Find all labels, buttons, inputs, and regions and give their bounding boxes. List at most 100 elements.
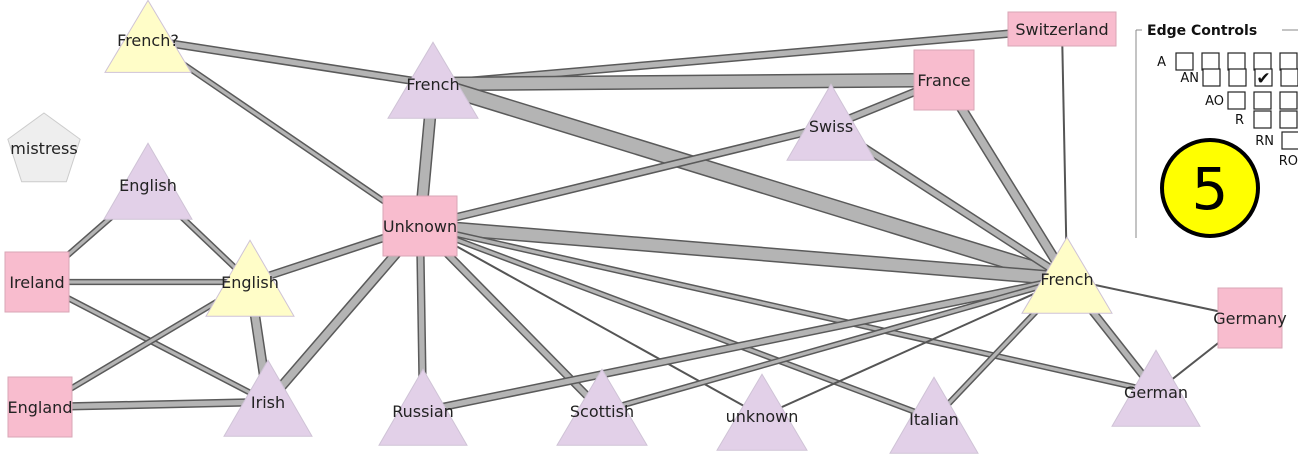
- checkbox-box[interactable]: [1253, 110, 1272, 129]
- edge-control-checkbox[interactable]: [1253, 52, 1272, 71]
- edge: [418, 223, 936, 422]
- edge-control-checkbox[interactable]: [1202, 68, 1221, 87]
- counter-value: 5: [1192, 155, 1229, 223]
- node-unknown-sq[interactable]: Unknown: [382, 195, 458, 257]
- edge-control-row-ao: AO: [1205, 91, 1298, 110]
- node-shape-triangle: [786, 83, 876, 161]
- node-shape-square: [382, 195, 458, 257]
- edge-fill: [432, 26, 1063, 87]
- checkbox-box[interactable]: [1227, 91, 1246, 110]
- node-shape-square: [1217, 287, 1283, 349]
- node-ireland[interactable]: Ireland: [4, 251, 70, 313]
- edge-control-checkbox[interactable]: [1175, 52, 1194, 71]
- checkbox-box[interactable]: [1175, 52, 1194, 71]
- node-label: English: [221, 273, 279, 292]
- checkbox-box[interactable]: [1279, 52, 1298, 71]
- node-shape-triangle: [387, 41, 479, 119]
- node-label: Switzerland: [1015, 20, 1108, 39]
- node-label: unknown: [726, 407, 799, 426]
- node-label: French: [1040, 270, 1093, 289]
- edge-control-checkbox[interactable]: [1279, 110, 1298, 129]
- checkbox-box[interactable]: [1201, 52, 1220, 71]
- node-shape-triangle: [1021, 236, 1113, 314]
- edge-fill: [432, 74, 945, 90]
- edge-control-label: AN: [1180, 71, 1199, 86]
- edge-control-checkbox[interactable]: [1227, 52, 1246, 71]
- checkbox-box[interactable]: [1254, 68, 1273, 87]
- node-shape-triangle: [205, 239, 295, 317]
- edge: [39, 397, 269, 412]
- edge: [601, 276, 1068, 414]
- node-french-top[interactable]: French: [387, 41, 479, 119]
- edge-controls-title: Edge Controls: [1147, 23, 1257, 39]
- checkbox-box[interactable]: [1202, 68, 1221, 87]
- edge-control-checkbox[interactable]: [1227, 91, 1246, 110]
- edge: [419, 121, 832, 231]
- checkbox-box[interactable]: [1228, 68, 1247, 87]
- edge-control-checkbox[interactable]: [1280, 68, 1298, 87]
- node-russian[interactable]: Russian: [378, 368, 468, 446]
- edge-fill: [39, 399, 269, 410]
- edge: [1061, 28, 1068, 280]
- node-label: Ireland: [9, 273, 64, 292]
- node-label: French?: [117, 31, 179, 50]
- node-label: English: [119, 176, 177, 195]
- checkbox-box[interactable]: [1227, 52, 1246, 71]
- node-swiss[interactable]: Swiss: [786, 83, 876, 161]
- node-france[interactable]: France: [913, 49, 975, 111]
- node-shape-pentagon: [7, 112, 81, 183]
- node-french-q[interactable]: French?: [104, 0, 192, 73]
- edge-control-checkbox[interactable]: [1253, 91, 1272, 110]
- check-mark-icon: ✔: [1256, 69, 1270, 89]
- edge-fill: [419, 123, 832, 229]
- checkbox-box[interactable]: [1253, 91, 1272, 110]
- checkbox-box[interactable]: [1279, 110, 1298, 129]
- node-german[interactable]: German: [1111, 349, 1201, 427]
- node-irish[interactable]: Irish: [223, 359, 313, 437]
- checkbox-box[interactable]: [1281, 131, 1298, 150]
- node-label: mistress: [10, 139, 77, 158]
- node-english-top[interactable]: English: [103, 142, 193, 220]
- node-french-y[interactable]: French: [1021, 236, 1113, 314]
- edge-control-row-a: A: [1157, 52, 1298, 71]
- node-scottish[interactable]: Scottish: [556, 368, 648, 446]
- node-english-y[interactable]: English: [205, 239, 295, 317]
- edge: [147, 35, 434, 89]
- node-italian[interactable]: Italian: [889, 376, 979, 454]
- node-shape-triangle: [1111, 349, 1201, 427]
- checkbox-box[interactable]: [1253, 52, 1272, 71]
- edge-control-checkbox[interactable]: [1279, 52, 1298, 71]
- node-unknown-tri[interactable]: unknown: [716, 373, 808, 451]
- edge: [419, 222, 1157, 396]
- edge-control-label: RN: [1255, 134, 1274, 149]
- edge: [761, 278, 1068, 417]
- checkbox-box[interactable]: [1280, 68, 1298, 87]
- node-label: Irish: [251, 393, 285, 412]
- node-label: Unknown: [383, 217, 457, 236]
- node-switzerland[interactable]: Switzerland: [1007, 11, 1117, 47]
- node-mistress[interactable]: mistress: [7, 112, 81, 183]
- edge-control-checkbox[interactable]: ✔: [1254, 68, 1273, 89]
- node-label: Swiss: [809, 117, 853, 136]
- node-label: Italian: [909, 410, 959, 429]
- node-england[interactable]: England: [7, 376, 73, 438]
- node-shape-triangle: [103, 142, 193, 220]
- edge-control-label: AO: [1205, 94, 1224, 109]
- edge-fill: [147, 37, 434, 87]
- edge-control-checkbox[interactable]: [1279, 91, 1298, 110]
- edge-control-checkbox[interactable]: [1281, 131, 1298, 150]
- edge: [432, 24, 1063, 89]
- edge-fill: [419, 220, 1068, 285]
- node-germany[interactable]: Germany: [1213, 287, 1287, 349]
- node-shape-square: [4, 251, 70, 313]
- edge: [422, 274, 1068, 416]
- edge-control-checkbox[interactable]: [1228, 68, 1247, 87]
- edge: [939, 77, 1072, 282]
- checkbox-box[interactable]: [1279, 91, 1298, 110]
- edge-control-checkbox[interactable]: [1253, 110, 1272, 129]
- edge-control-checkbox[interactable]: [1201, 52, 1220, 71]
- node-shape-square: [913, 49, 975, 111]
